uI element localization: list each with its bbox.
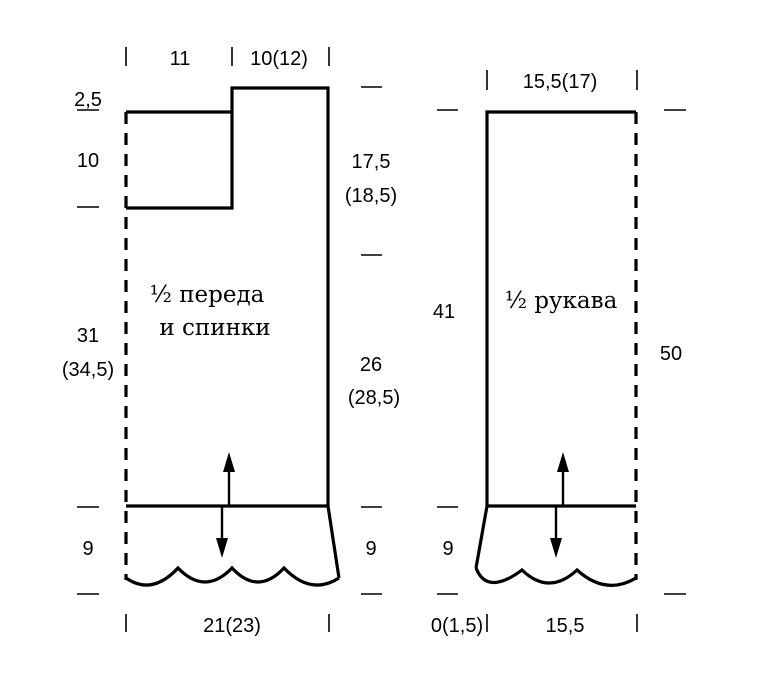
body-neck-depth: 10 — [77, 150, 99, 172]
body-armhole-height-main: 17,5 — [352, 151, 391, 173]
body-left-height-alt: (34,5) — [62, 359, 114, 381]
body-shoulder-drop: 2,5 — [74, 89, 102, 111]
sleeve-bottom-left: 0(1,5) — [431, 615, 483, 637]
sleeve-left-height: 41 — [433, 301, 455, 323]
body-top-right-width: 10(12) — [250, 48, 308, 70]
sleeve-piece: 15,5(17) 41 50 9 0(1,5) 15,5 ½ рукава — [431, 70, 686, 637]
body-top-left-width: 11 — [170, 48, 191, 70]
body-hem-left: 9 — [82, 538, 93, 560]
sleeve-hem-left: 9 — [442, 538, 453, 560]
sleeve-scallop-hem — [474, 567, 637, 587]
sleeve-right-height: 50 — [660, 343, 682, 365]
body-side-height-main: 26 — [360, 354, 382, 376]
body-armhole-height-alt: (18,5) — [345, 185, 397, 207]
sleeve-outline — [474, 110, 636, 569]
body-hem-right: 9 — [365, 538, 376, 560]
sleeve-arrow-up-head — [557, 452, 569, 472]
body-bottom-width: 21(23) — [203, 615, 261, 637]
sleeve-piece-name: ½ рукава — [505, 288, 618, 314]
sleeve-arrow-down-head — [550, 538, 562, 558]
body-piece-name-line2: и спинки — [159, 315, 270, 341]
body-arrow-up-head — [223, 452, 235, 472]
body-outline — [126, 86, 341, 579]
body-arrow-down-head — [216, 538, 228, 558]
body-scallop-hem — [125, 565, 340, 587]
body-piece-name-line1: ½ переда — [150, 282, 265, 308]
body-left-height-main: 31 — [77, 325, 99, 347]
body-side-height-alt: (28,5) — [348, 387, 400, 409]
body-piece: 11 10(12) 2,5 10 31 (34,5) 17,5 (18,5) 2… — [62, 47, 400, 637]
sleeve-bottom-width: 15,5 — [546, 615, 585, 637]
sleeve-top-width: 15,5(17) — [523, 71, 598, 93]
